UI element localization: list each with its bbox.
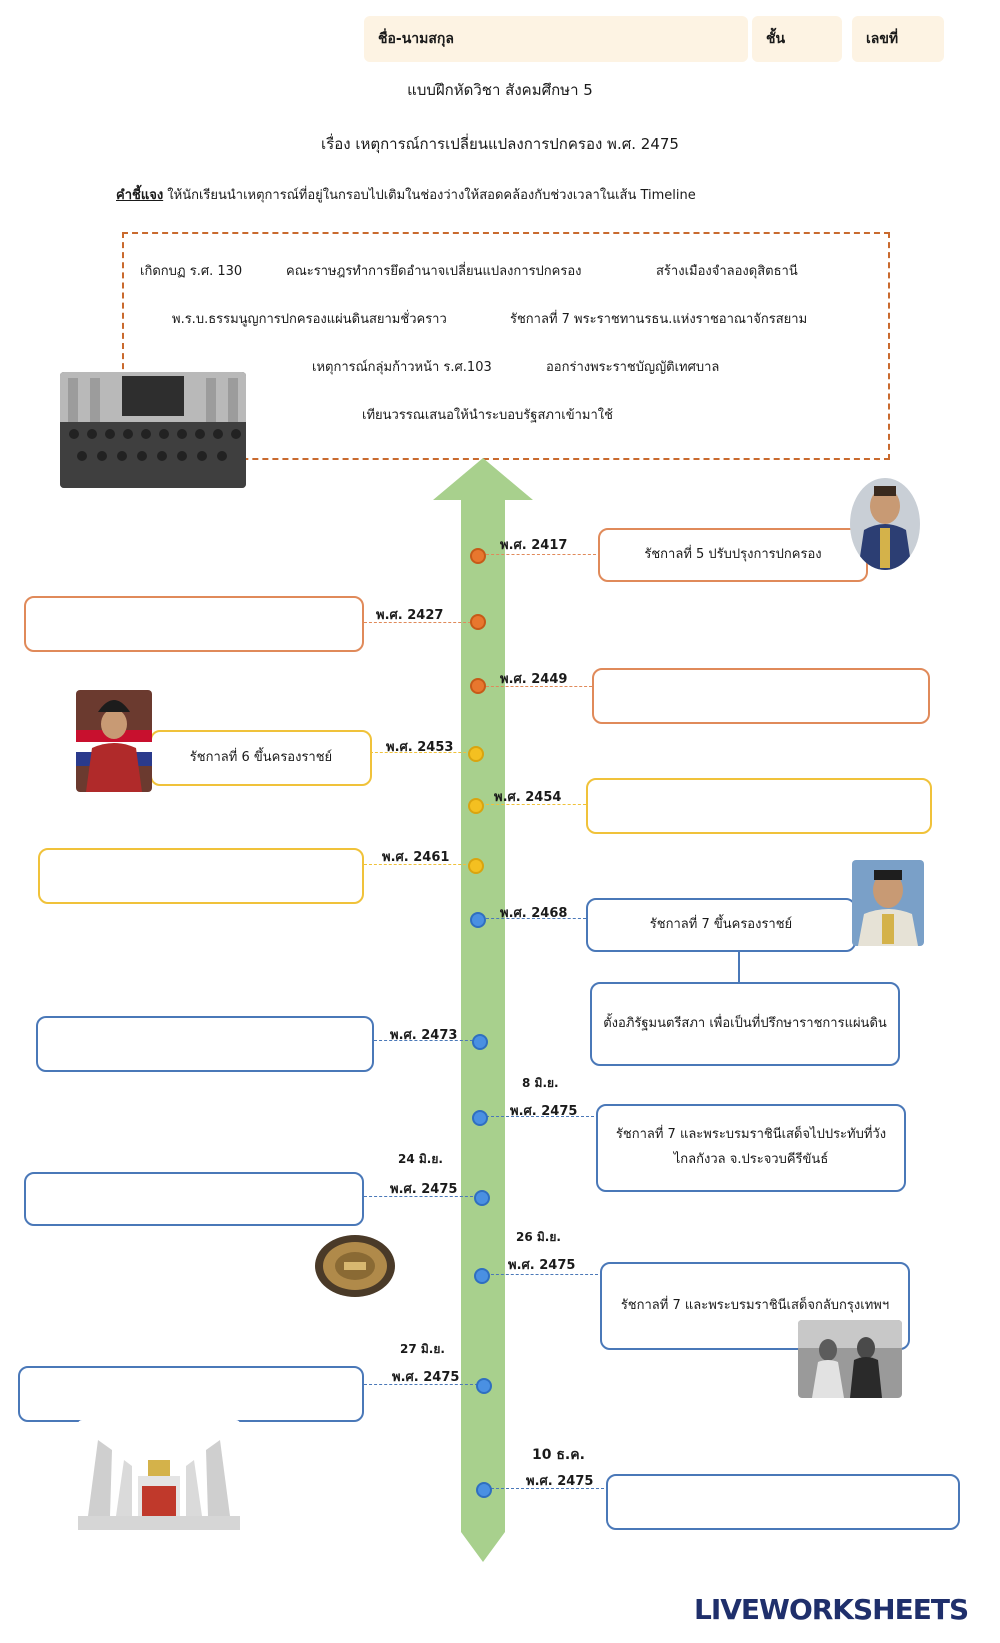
connector [486,918,586,919]
connector [486,804,586,805]
timeline-dot [468,858,484,874]
connector [486,1488,604,1489]
year-label: พ.ศ. 2475 [392,1370,460,1385]
year-label: พ.ศ. 2427 [376,608,444,623]
connector [364,1384,478,1385]
connector [364,622,476,623]
timeline-dot [476,1378,492,1394]
bank-item[interactable]: สร้างเมืองจำลองดุสิตธานี [656,264,798,279]
timeline-arrow [433,458,533,1562]
answer-box-10dec[interactable] [606,1474,960,1530]
democracy-monument [78,1420,240,1536]
group-photo [60,372,246,488]
answer-box-2427[interactable] [24,596,364,652]
event-box-2453: รัชกาลที่ 6 ขึ้นครองราชย์ [150,730,372,786]
connector [370,752,476,753]
instruction-text: ให้นักเรียนนำเหตุการณ์ที่อยู่ในกรอบไปเติ… [163,188,696,203]
year-label: พ.ศ. 2473 [390,1028,458,1043]
bank-item[interactable]: รัชกาลที่ 7 พระราชทานรธน.แห่งราชอาณาจักร… [510,312,808,327]
answer-box-27jun[interactable] [18,1366,364,1422]
year-label: พ.ศ. 2475 [526,1474,594,1489]
timeline-dot [470,548,486,564]
timeline-dot [470,678,486,694]
year-label: พ.ศ. 2461 [382,850,450,865]
timeline-dot [476,1482,492,1498]
connector-vertical [738,952,740,982]
bank-item[interactable]: เหตุการณ์กลุ่มก้าวหน้า ร.ศ.103 [312,360,492,375]
king-queen-photo [798,1320,902,1398]
answer-box-24jun[interactable] [24,1172,364,1226]
year-label: พ.ศ. 2475 [508,1258,576,1273]
timeline-dot [474,1190,490,1206]
bank-item[interactable]: ออกร่างพระราชบัญญัติเทศบาล [546,360,720,375]
answer-box-2473[interactable] [36,1016,374,1072]
connector [364,1196,478,1197]
liveworksheets-logo: LIVEWORKSHEETS [694,1593,969,1626]
timeline-dot [472,1110,488,1126]
connector [486,686,592,687]
bank-item[interactable]: เกิดกบฏ ร.ศ. 130 [140,264,243,279]
king-rama7-portrait [852,860,924,946]
bank-item[interactable]: เทียนวรรณเสนอให้นำระบอบรัฐสภาเข้ามาใช้ [362,408,613,423]
connector [364,864,476,865]
date-label: 27 มิ.ย. [400,1342,445,1356]
bank-item[interactable]: คณะราษฎรทำการยึดอำนาจเปลี่ยนแปลงการปกครอ… [286,264,582,279]
timeline-dot [468,798,484,814]
connector [486,1274,598,1275]
connector [374,1040,478,1041]
event-box-8jun: รัชกาลที่ 7 และพระบรมราชินีเสด็จไปประทับ… [596,1104,906,1192]
year-label: พ.ศ. 2475 [510,1104,578,1119]
number-field[interactable]: เลขที่ [852,16,944,62]
date-label: 26 มิ.ย. [516,1230,561,1244]
timeline-dot [470,912,486,928]
event-box-2417: รัชกาลที่ 5 ปรับปรุงการปกครอง [598,528,868,582]
answer-box-2449[interactable] [592,668,930,724]
year-label: พ.ศ. 2449 [500,672,568,687]
answer-box-2461[interactable] [38,848,364,904]
timeline-dot [470,614,486,630]
word-bank [122,232,890,460]
timeline-dot [472,1034,488,1050]
year-label: พ.ศ. 2453 [386,740,454,755]
worksheet-title: แบบฝึกหัดวิชา สังคมศึกษา 5 [407,81,593,99]
connector [486,554,596,555]
instruction: คำชี้แจง ให้นักเรียนนำเหตุการณ์ที่อยู่ใน… [116,184,696,205]
class-field[interactable]: ชั้น [752,16,842,62]
date-label: 8 มิ.ย. [522,1076,559,1090]
name-field[interactable]: ชื่อ-นามสกุล [364,16,748,62]
king-rama6-portrait [76,690,152,792]
date-label: 10 ธ.ค. [532,1447,585,1463]
event-box-2468: รัชกาลที่ 7 ขึ้นครองราชย์ [586,898,856,952]
timeline-dot [468,746,484,762]
year-label: พ.ศ. 2417 [500,538,568,553]
date-label: 24 มิ.ย. [398,1152,443,1166]
name-label: ชื่อ-นามสกุล [378,31,454,47]
answer-box-2454[interactable] [586,778,932,834]
connector [486,1116,594,1117]
event-box-2468b: ตั้งอภิรัฐมนตรีสภา เพื่อเป็นที่ปรึกษาราช… [590,982,900,1066]
instruction-label: คำชี้แจง [116,188,164,203]
year-label: พ.ศ. 2454 [494,790,562,805]
timeline-dot [474,1268,490,1284]
year-label: พ.ศ. 2475 [390,1182,458,1197]
year-label: พ.ศ. 2468 [500,906,568,921]
bank-item[interactable]: พ.ร.บ.ธรรมนูญการปกครองแผ่นดินสยามชั่วครา… [172,312,447,327]
number-label: เลขที่ [866,31,899,47]
class-label: ชั้น [766,31,786,47]
worksheet-subtitle: เรื่อง เหตุการณ์การเปลี่ยนแปลงการปกครอง … [321,135,679,153]
king-rama5-portrait [850,478,920,570]
constitution-medal [314,1234,396,1298]
